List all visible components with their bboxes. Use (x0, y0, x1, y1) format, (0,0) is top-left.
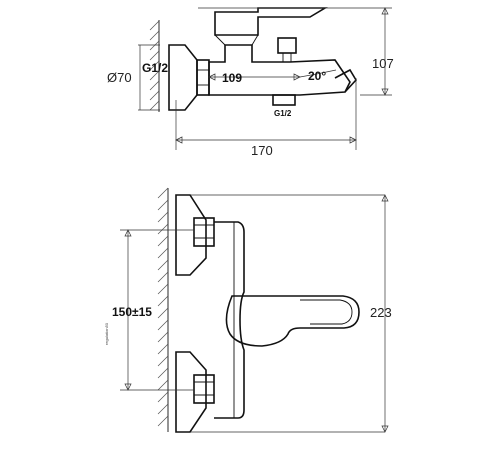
tiny-vertical-note: regulation50 (104, 322, 109, 345)
spout-nozzle-top (334, 68, 357, 93)
wall-hatch-top (149, 20, 160, 112)
wall-flange-top (168, 44, 198, 111)
dim-170-label: 170 (251, 143, 273, 158)
shower-outlet-top (272, 94, 296, 106)
wall-hatch-front (157, 187, 169, 432)
lever-handle-front[interactable] (225, 295, 360, 347)
dim-thread-bottom-label: G1/2 (274, 109, 292, 118)
dim-109-label: 109 (222, 71, 242, 85)
dim-150-label: 150±15 (112, 305, 152, 319)
connector-nut-top (196, 59, 210, 96)
side-view: Ø70 G1/2 109 20° 107 G1/2 170 (107, 7, 394, 158)
front-view: 150±15 223 regulation50 (104, 187, 392, 433)
lever-handle-top (214, 7, 328, 36)
upper-flange (175, 194, 207, 276)
dim-angle-label: 20° (308, 69, 326, 83)
upper-nut (193, 217, 215, 247)
dim-thread-left-label: G1/2 (142, 61, 168, 75)
diverter-knob-top[interactable] (277, 37, 297, 54)
dim-diameter-label: Ø70 (107, 70, 132, 85)
lower-flange (175, 351, 207, 433)
dim-107-label: 107 (372, 56, 394, 71)
mixer-body-front (214, 221, 245, 419)
dim-223-label: 223 (370, 305, 392, 320)
lower-nut (193, 374, 215, 404)
